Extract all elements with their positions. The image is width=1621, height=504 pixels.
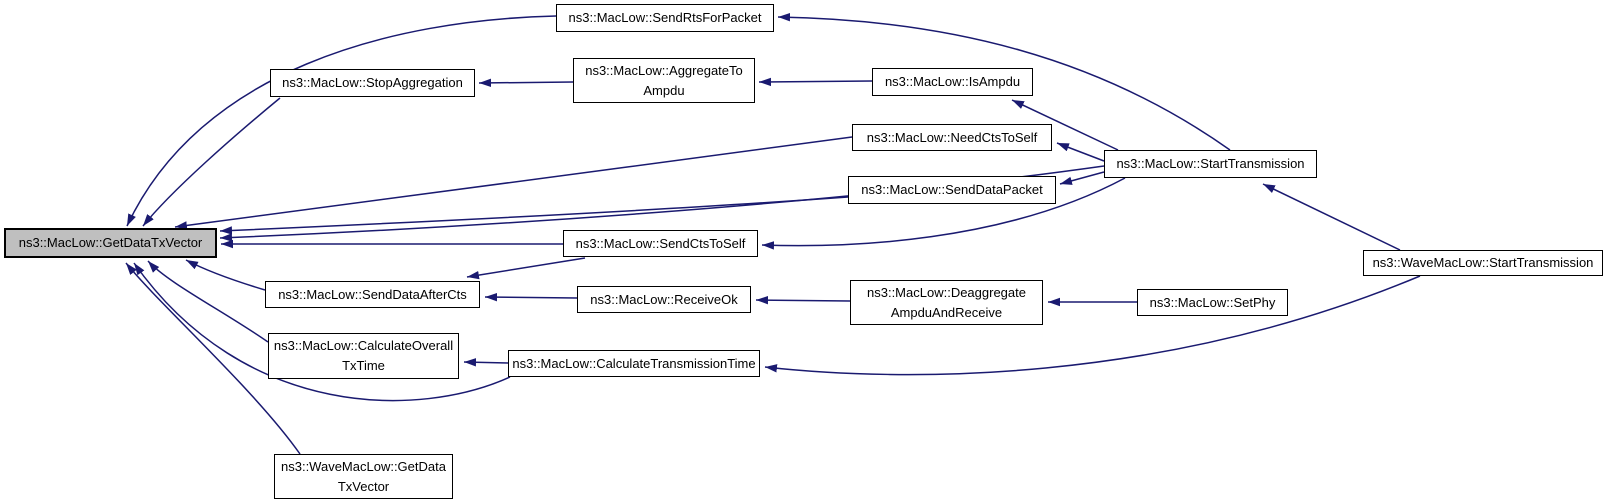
node-label: ns3::MacLow::SetPhy <box>1149 294 1276 310</box>
node-calculateOverallTxTime[interactable]: ns3::MacLow::CalculateOverall TxTime <box>268 333 459 379</box>
node-label: ns3::MacLow::ReceiveOk <box>590 291 738 307</box>
node-getDataTxVector[interactable]: ns3::MacLow::GetDataTxVector <box>4 228 217 258</box>
node-startTransmission[interactable]: ns3::MacLow::StartTransmission <box>1104 150 1317 178</box>
edge-startTransmission-to-sendRtsForPacket <box>777 13 1231 151</box>
edge-calculateOverallTxTime-to-getDataTxVector <box>147 260 269 343</box>
edge-startTransmission-to-isAmpdu <box>1011 99 1119 151</box>
edge-calculateTransmissionTime-to-getDataTxVector <box>133 262 511 402</box>
edge-receiveOk-to-sendDataAfterCts <box>484 292 578 302</box>
node-stopAggregation[interactable]: ns3::MacLow::StopAggregation <box>270 69 475 97</box>
edge-startTransmission-to-needCtsToSelf <box>1056 142 1105 162</box>
edge-sendDataPacket-to-getDataTxVector <box>219 196 849 235</box>
node-sendRtsForPacket[interactable]: ns3::MacLow::SendRtsForPacket <box>556 4 774 32</box>
edge-waveGetDataTxVector-to-getDataTxVector <box>125 262 301 455</box>
edge-sendDataAfterCts-to-getDataTxVector <box>185 259 266 291</box>
edge-deaggregateAmpduAndReceive-to-receiveOk <box>755 295 851 305</box>
node-receiveOk[interactable]: ns3::MacLow::ReceiveOk <box>577 286 751 313</box>
edge-startTransmission-to-sendDataPacket <box>1059 171 1105 185</box>
node-label: ns3::MacLow::SendDataPacket <box>861 182 1043 197</box>
edge-needCtsToSelf-to-getDataTxVector <box>174 136 853 230</box>
node-label: ns3::MacLow::NeedCtsToSelf <box>866 129 1038 145</box>
node-label: ns3::MacLow::Deaggregate AmpduAndReceive <box>867 284 1026 320</box>
node-waveStartTransmission[interactable]: ns3::WaveMacLow::StartTransmission <box>1363 250 1603 276</box>
edge-sendCtsToSelf-to-sendDataAfterCts <box>466 257 586 280</box>
edge-calculateTransmissionTime-to-calculateOverallTxTime <box>463 358 509 367</box>
node-label: ns3::MacLow::AggregateTo Ampdu <box>585 62 743 98</box>
node-label: ns3::MacLow::SendCtsToSelf <box>575 235 746 251</box>
node-label: ns3::MacLow::SendRtsForPacket <box>568 10 762 25</box>
node-label: ns3::MacLow::CalculateOverall TxTime <box>273 338 454 373</box>
node-sendCtsToSelf[interactable]: ns3::MacLow::SendCtsToSelf <box>563 230 758 257</box>
node-label: ns3::MacLow::GetDataTxVector <box>18 235 203 250</box>
edge-aggregateToAmpdu-to-stopAggregation <box>478 78 574 88</box>
edge-isAmpdu-to-aggregateToAmpdu <box>758 77 873 87</box>
edge-waveStartTransmission-to-calculateTransmissionTime <box>764 275 1421 376</box>
node-label: ns3::MacLow::SendDataAfterCts <box>278 286 467 302</box>
node-label: ns3::MacLow::CalculateTransmissionTime <box>512 355 756 371</box>
node-calculateTransmissionTime[interactable]: ns3::MacLow::CalculateTransmissionTime <box>508 350 760 377</box>
node-sendDataAfterCts[interactable]: ns3::MacLow::SendDataAfterCts <box>265 281 480 308</box>
node-deaggregateAmpduAndReceive[interactable]: ns3::MacLow::Deaggregate AmpduAndReceive <box>850 280 1043 325</box>
node-needCtsToSelf[interactable]: ns3::MacLow::NeedCtsToSelf <box>852 124 1052 151</box>
node-waveGetDataTxVector[interactable]: ns3::WaveMacLow::GetData TxVector <box>274 454 453 499</box>
node-label: ns3::WaveMacLow::GetData TxVector <box>281 458 446 494</box>
node-aggregateToAmpdu[interactable]: ns3::MacLow::AggregateTo Ampdu <box>573 58 755 103</box>
node-label: ns3::MacLow::StartTransmission <box>1116 156 1305 171</box>
edge-startTransmission-to-sendCtsToSelf <box>761 177 1126 250</box>
node-isAmpdu[interactable]: ns3::MacLow::IsAmpdu <box>872 68 1033 96</box>
node-label: ns3::WaveMacLow::StartTransmission <box>1372 255 1594 270</box>
edge-waveStartTransmission-to-startTransmission <box>1262 183 1401 251</box>
node-setPhy[interactable]: ns3::MacLow::SetPhy <box>1137 289 1288 316</box>
node-label: ns3::MacLow::StopAggregation <box>282 75 463 90</box>
edge-stopAggregation-to-getDataTxVector <box>142 97 281 227</box>
node-sendDataPacket[interactable]: ns3::MacLow::SendDataPacket <box>848 176 1056 204</box>
edge-sendRtsForPacket-to-getDataTxVector <box>126 15 557 227</box>
node-label: ns3::MacLow::IsAmpdu <box>884 74 1021 89</box>
